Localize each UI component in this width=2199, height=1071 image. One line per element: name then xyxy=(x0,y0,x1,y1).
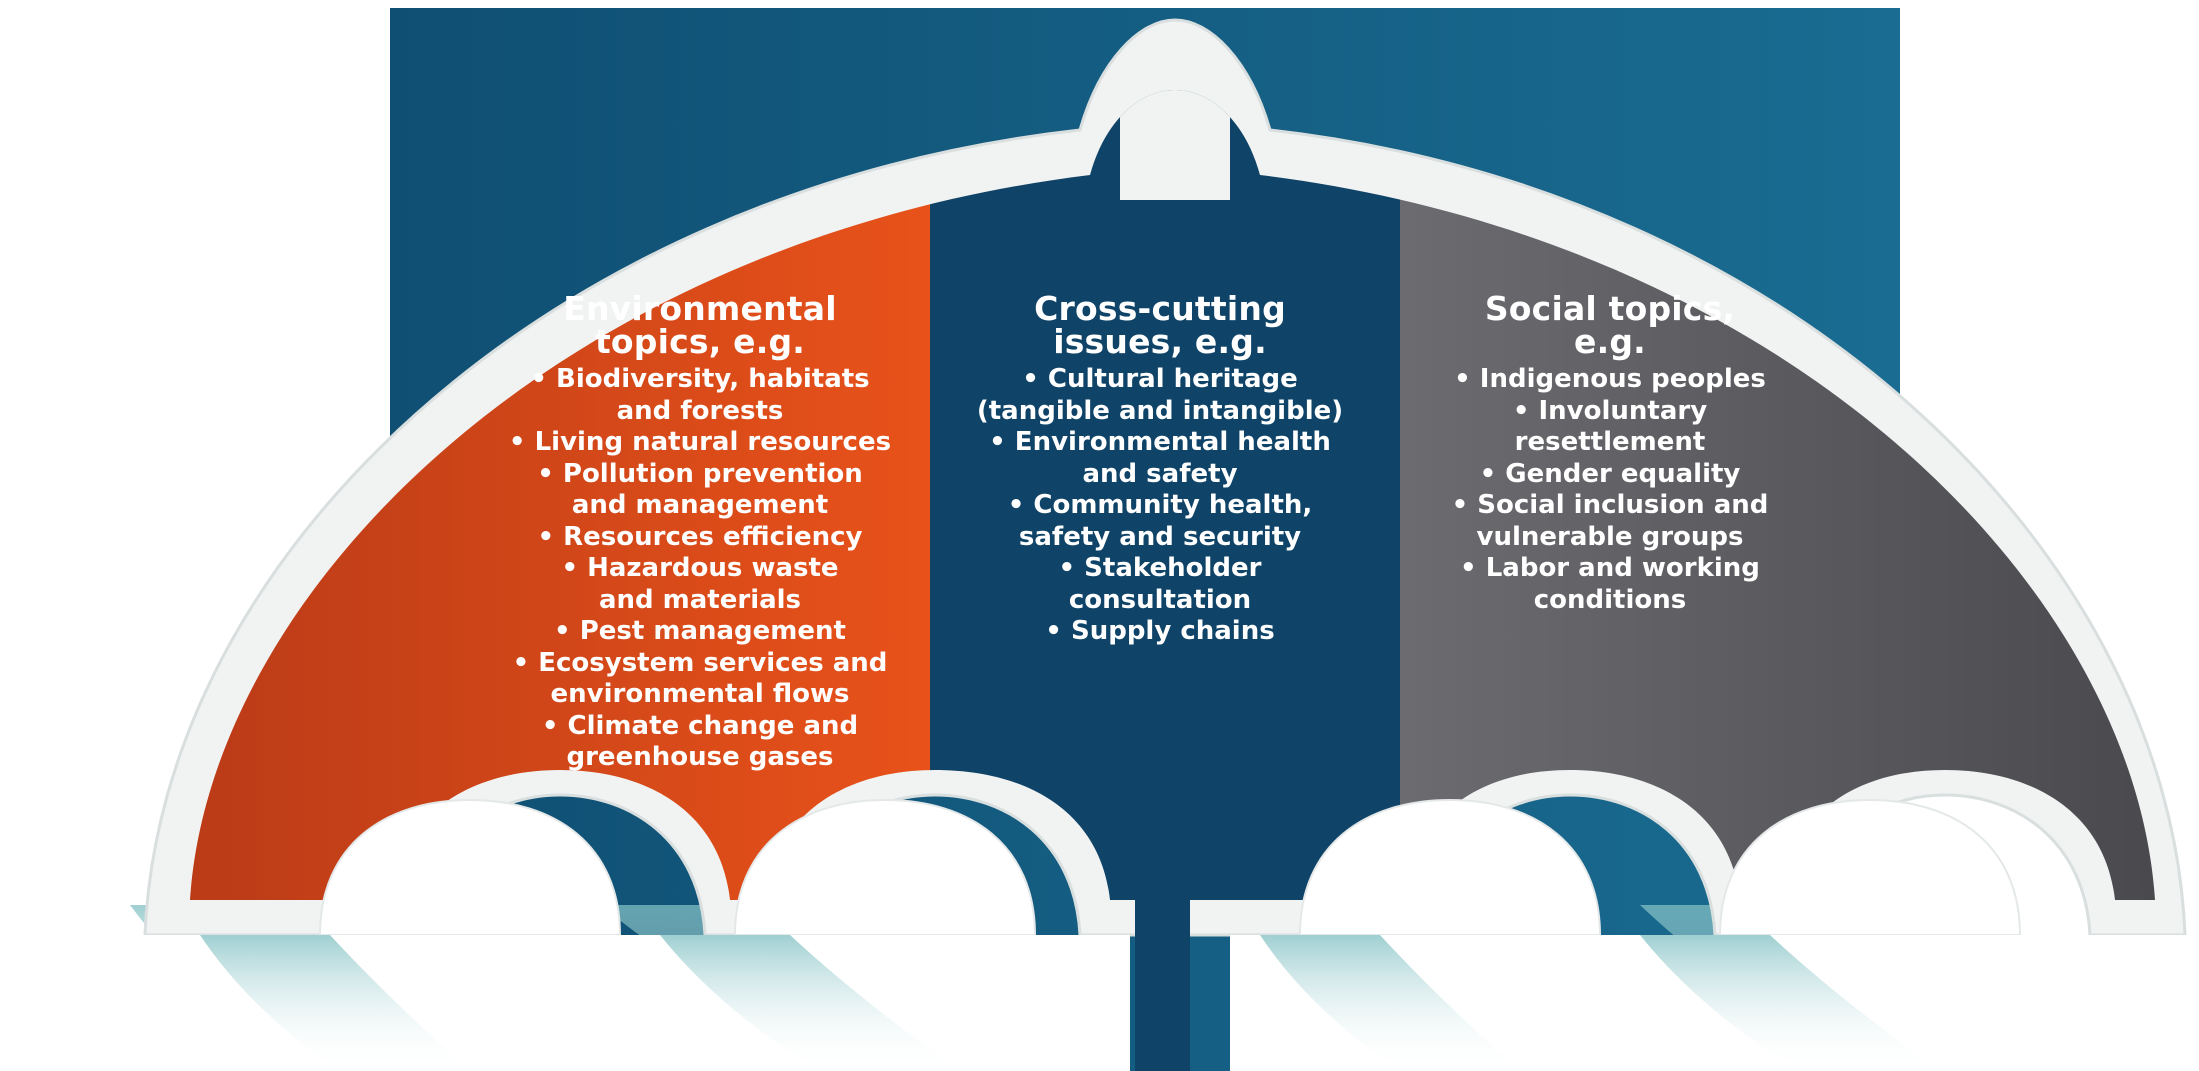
cross-cutting-column: Cross-cutting issues, e.g. • Cultural he… xyxy=(940,292,1380,648)
list-item: • Supply chains xyxy=(1045,616,1275,646)
list-item: • Gender equality xyxy=(1479,458,1741,489)
social-heading: Social topics, e.g. xyxy=(1484,289,1736,361)
list-item: • Biodiversity, habitats and forests xyxy=(530,364,870,426)
list-item: • Indigenous peoples xyxy=(1454,364,1766,394)
scallop-arches xyxy=(318,798,2022,936)
cross-cutting-heading: Cross-cutting issues, e.g. xyxy=(1034,289,1286,361)
list-item: • Cultural heritage (tangible and intang… xyxy=(976,364,1344,426)
lower-shadows xyxy=(200,935,1940,1071)
environmental-heading: Environmental topics, e.g. xyxy=(563,289,837,361)
list-item: • Environmental health and safety xyxy=(989,427,1331,489)
list-item: • Social inclusion and vulnerable groups xyxy=(1451,490,1769,552)
list-item: • Climate change and greenhouse gases xyxy=(541,710,859,773)
list-item: • Resources efficiency xyxy=(537,521,863,552)
cross-cutting-panel xyxy=(930,90,1400,900)
list-item: • Involuntary resettlement xyxy=(1512,395,1708,458)
lower-area-left xyxy=(0,935,1130,1071)
list-item: • Living natural resources xyxy=(508,427,892,457)
list-item: • Community health, safety and security xyxy=(1007,490,1313,552)
umbrella-handle-icon xyxy=(1135,770,1190,1071)
list-item: • Stakeholder consultation xyxy=(1058,553,1262,615)
list-item: • Ecosystem services and environmental f… xyxy=(512,647,888,710)
list-item: • Labor and working conditions xyxy=(1460,553,1760,615)
list-item: • Pollution prevention and management xyxy=(537,458,863,521)
list-item: • Hazardous waste and materials xyxy=(561,553,839,615)
social-column: Social topics, e.g. • Indigenous peoples… xyxy=(1410,292,1810,616)
environmental-column: Environmental topics, e.g. • Biodiversit… xyxy=(470,292,930,774)
list-item: • Pest management xyxy=(554,616,846,646)
